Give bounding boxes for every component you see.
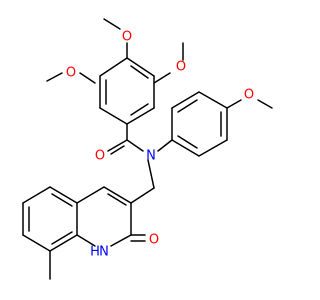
bond [22,234,51,252]
bond [46,72,63,82]
molecule-diagram: O O O O N O O H N [0,0,300,300]
bond [51,231,73,245]
bond [103,186,132,204]
bond [76,186,105,204]
bond [49,234,78,252]
oxygen-label-methoxy-right: O [176,60,186,75]
bond [130,65,149,79]
bond [198,91,228,109]
bond [110,145,125,155]
oxygen-label-lactam: O [149,233,159,248]
bond [51,193,73,207]
bond [198,139,228,157]
bond [157,139,173,152]
background [0,0,300,300]
bond [130,187,155,204]
atom-labels: O O O O N O O H N [66,30,254,260]
bond [79,72,96,84]
bond [153,72,171,84]
bond [22,186,51,204]
bond [126,57,155,77]
bond [177,99,198,113]
bond [177,135,198,149]
bond [103,18,121,30]
oxygen-label-methoxy-left: O [66,66,76,81]
nitrogen-label-amide: N [146,149,156,164]
oxygen-label-carbonyl: O [95,149,105,164]
bond [99,107,128,125]
structure-svg: O O O O N O O H N [0,0,300,300]
bond [107,193,127,206]
bond [226,99,242,109]
bond [126,139,144,152]
bond [107,139,128,152]
nitrogen-label-ring: N [99,245,109,260]
bond [147,159,155,189]
bond [49,186,78,204]
oxygen-label-methoxy-para: O [244,88,254,103]
bond [99,57,128,77]
bond [110,234,132,247]
bond [171,139,200,157]
bond [126,107,155,125]
bond [171,91,200,109]
bond [257,99,273,109]
hydrogen-label-nh: H [90,245,100,260]
bond [130,103,149,116]
bond-lines [22,18,273,280]
bond [76,234,96,247]
oxygen-label-methoxy-top: O [122,30,132,45]
